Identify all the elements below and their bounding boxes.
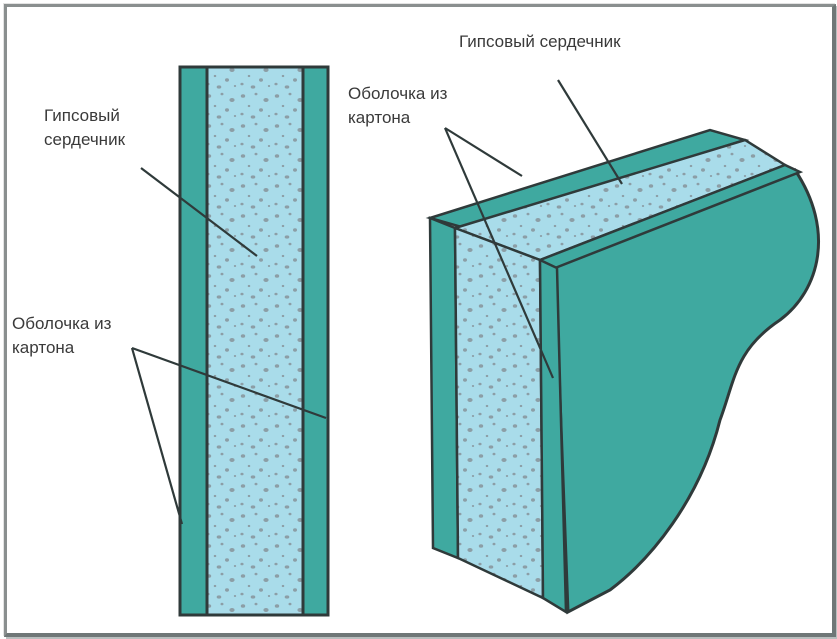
leader-line-core-3d [557, 79, 623, 185]
left-cross-section [130, 65, 330, 617]
label-shell-left-line1: Оболочка из [12, 314, 112, 333]
leader-line-shell-front [443, 127, 555, 379]
label-core-left: Гипсовый сердечник [44, 104, 125, 152]
label-shell-left-line2: картона [12, 338, 75, 357]
leader-line-shell-right [131, 346, 327, 420]
leader-line-core [140, 167, 258, 257]
leader-line-shell-top [444, 127, 523, 177]
label-shell-left: Оболочка из картона [12, 312, 111, 360]
leader-line-shell-left [130, 347, 184, 525]
label-core-right: Гипсовый сердечник [459, 30, 621, 54]
label-core-right-text: Гипсовый сердечник [459, 32, 621, 51]
label-shell-right-line2: картона [348, 108, 411, 127]
label-shell-right: Оболочка из картона [348, 82, 447, 130]
label-core-left-line2: сердечник [44, 130, 126, 149]
label-shell-right-line1: Оболочка из [348, 84, 448, 103]
label-core-left-line1: Гипсовый [44, 106, 120, 125]
right-3d-block [425, 79, 820, 615]
